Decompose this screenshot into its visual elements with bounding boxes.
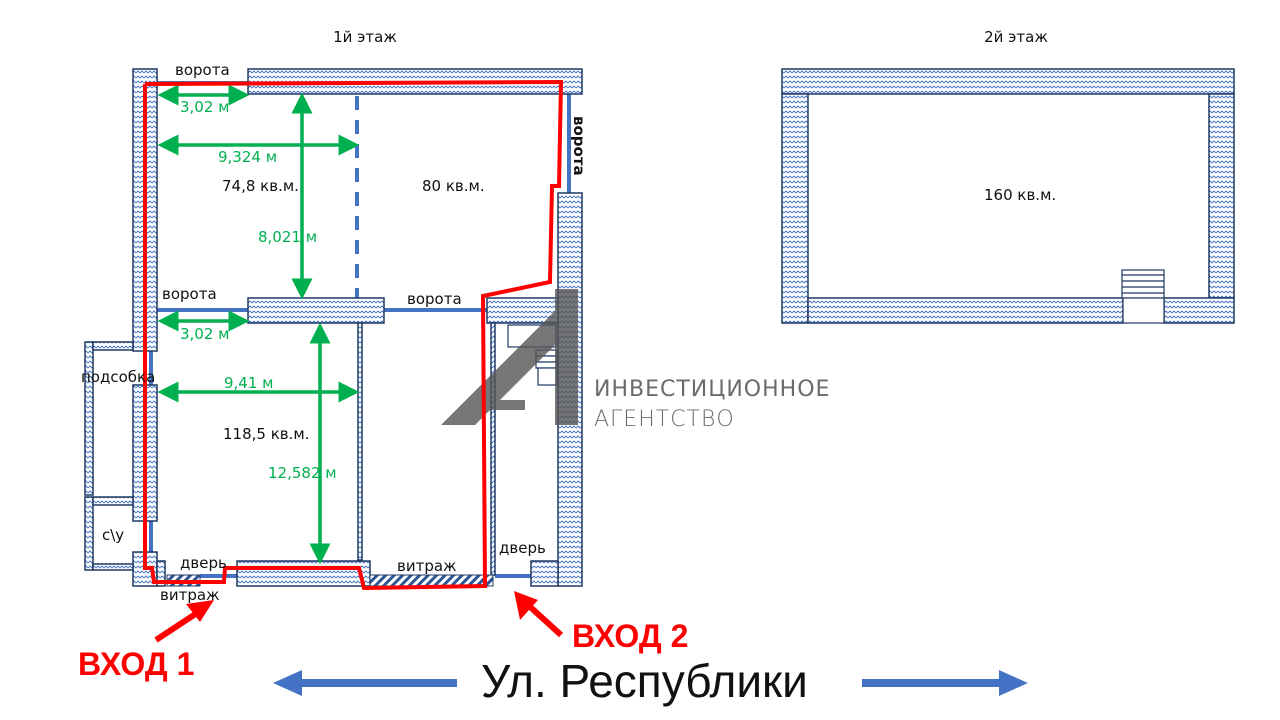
- dim-room1-depth: 8,021 м: [258, 228, 317, 246]
- label-door-right: дверь: [499, 539, 546, 557]
- label-gate-mid-right: ворота: [407, 290, 462, 308]
- dim-room1-width: 9,324 м: [218, 148, 277, 166]
- access-route: [143, 79, 564, 591]
- street-arrows: [273, 670, 1028, 696]
- openings: [149, 81, 571, 578]
- label-door-left: дверь: [180, 554, 227, 572]
- area-room2: 80 кв.м.: [422, 177, 485, 195]
- dim-room3-width: 9,41 м: [224, 374, 273, 392]
- floor2-walls: [781, 68, 1235, 324]
- logo-line1: ИНВЕСТИЦИОННОЕ: [594, 377, 830, 402]
- area-room3: 118,5 кв.м.: [223, 425, 309, 443]
- label-glass-right: витраж: [397, 557, 457, 575]
- label-wc: с\у: [102, 526, 124, 544]
- dim-room3-depth: 12,582 м: [268, 464, 337, 482]
- stairs-floor2: [1121, 269, 1165, 324]
- entry2-label: ВХОД 2: [572, 618, 688, 654]
- floor1-title: 1й этаж: [333, 28, 397, 46]
- label-gate-right: ворота: [570, 116, 588, 176]
- logo-line2: АГЕНТСТВО: [594, 407, 735, 432]
- dim-top-gate: 3,02 м: [180, 98, 229, 116]
- label-gate-mid-left: ворота: [162, 285, 217, 303]
- dim-mid-gate: 3,02 м: [180, 325, 229, 343]
- label-glass-left: витраж: [160, 586, 220, 604]
- street-name: Ул. Республики: [481, 655, 808, 707]
- agency-logo: [441, 289, 578, 425]
- label-gate-top: ворота: [175, 61, 230, 79]
- floor2-title: 2й этаж: [984, 28, 1048, 46]
- area-floor2: 160 кв.м.: [984, 186, 1056, 204]
- area-room1: 74,8 кв.м.: [222, 177, 299, 195]
- entry1-label: ВХОД 1: [78, 646, 194, 682]
- dimension-arrows: [157, 84, 360, 565]
- entry-arrows: [154, 591, 564, 643]
- label-utility: подсобка: [81, 368, 155, 386]
